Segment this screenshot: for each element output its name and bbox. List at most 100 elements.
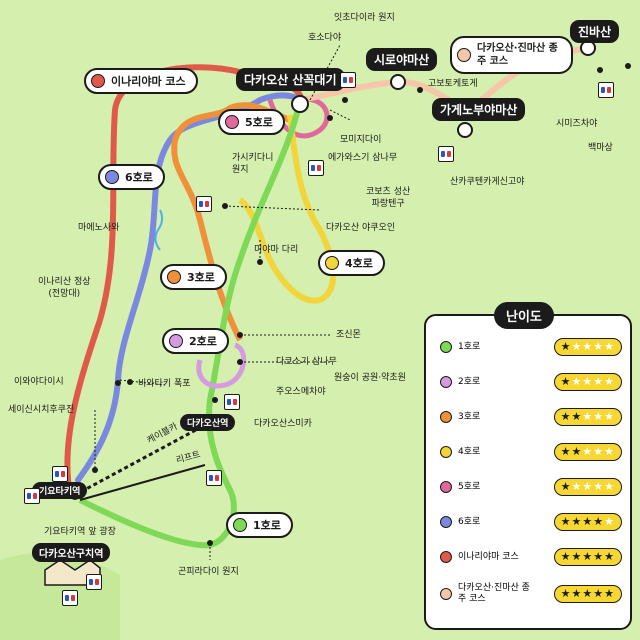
restroom-icon <box>308 160 324 176</box>
trail-2[interactable] <box>196 342 247 389</box>
kagenobu-node[interactable] <box>457 122 473 138</box>
legend-course-name: 다카오산·진마산 종주 코스 <box>458 583 530 604</box>
star-icon: ★ <box>604 550 615 563</box>
jinba-tag[interactable]: 진바산 <box>570 20 620 43</box>
jinba-node[interactable] <box>580 40 596 56</box>
course-pill-6[interactable]: 6호로 <box>98 164 165 190</box>
star-icon: ★ <box>593 515 605 528</box>
restroom-icon <box>340 72 356 88</box>
place-yakuoin: 다카오산 야쿠오인 <box>326 223 396 233</box>
place-takaosan-sumika: 다카오산스미카 <box>254 419 312 429</box>
legend-course-name: 이나리야마 코스 <box>458 551 519 562</box>
legend-title: 난이도 <box>494 302 554 329</box>
restroom-icon <box>438 146 454 162</box>
course-label: 6호로 <box>125 171 153 184</box>
course-pill-5[interactable]: 5호로 <box>218 109 285 135</box>
stream <box>154 209 164 251</box>
summit-tag[interactable]: 다카오산 산꼭대기 <box>236 68 345 91</box>
place-kobotoke: 고보토케토게 <box>428 79 478 89</box>
star-icon: ★ <box>604 515 615 528</box>
course-label: 5호로 <box>245 116 273 129</box>
legend-dot <box>440 341 452 353</box>
place-kiyotaki-plaza: 기요타키역 앞 광장 <box>44 527 116 537</box>
course-pill-ridge[interactable]: 다카오산·진마산 종주 코스 <box>450 36 573 74</box>
course-label: 2호로 <box>189 335 217 348</box>
kagenobu-tag[interactable]: 가게노부야마산 <box>432 98 526 121</box>
trail-6[interactable] <box>75 92 303 483</box>
course-pill-2[interactable]: 2호로 <box>162 328 229 354</box>
legend-course-name: 6호로 <box>458 516 481 527</box>
difficulty-stars: ★★★★★ <box>553 408 622 426</box>
star-icon: ★ <box>571 587 583 600</box>
place-iwaya: 이와야다이시 <box>14 377 64 387</box>
star-icon: ★ <box>582 587 594 600</box>
kiyotaki-station-tag[interactable]: 기요타키역 <box>32 482 88 499</box>
restroom-icon <box>24 488 40 504</box>
place-shimizu: 시미즈차야 <box>556 119 598 129</box>
course-dot <box>325 256 339 270</box>
star-icon: ★ <box>604 375 615 388</box>
course-pill-inari[interactable]: 이나리야마 코스 <box>84 68 198 94</box>
star-icon: ★ <box>571 375 583 388</box>
legend-dot <box>440 588 452 600</box>
course-dot <box>233 518 247 532</box>
star-icon: ★ <box>593 340 605 353</box>
shiroyama-node[interactable] <box>390 74 406 90</box>
difficulty-stars: ★★★★★ <box>553 443 622 461</box>
star-icon: ★ <box>571 480 583 493</box>
star-icon: ★ <box>560 375 572 388</box>
restroom-icon <box>196 196 212 212</box>
leader-lines <box>94 44 351 560</box>
star-icon: ★ <box>560 410 572 423</box>
place-ensho: 원숭이 공원·약초원 <box>334 373 406 383</box>
shiroyama-tag[interactable]: 시로야마산 <box>366 48 438 71</box>
course-label: 4호로 <box>345 257 373 270</box>
restroom-icon <box>62 590 78 606</box>
takaosan-station-tag[interactable]: 다카오산역 <box>180 414 236 431</box>
star-icon: ★ <box>593 587 605 600</box>
difficulty-stars: ★★★★★ <box>553 338 622 356</box>
legend-row-c4: 4호로★★★★★ <box>440 443 622 461</box>
trail-3[interactable] <box>171 102 292 342</box>
legend-row-c6: 6호로★★★★★ <box>440 513 622 531</box>
restroom-icon <box>52 466 68 482</box>
star-icon: ★ <box>560 587 572 600</box>
course-pill-4[interactable]: 4호로 <box>318 250 385 276</box>
summit-node[interactable] <box>291 95 309 113</box>
course-pill-1[interactable]: 1호로 <box>226 512 293 538</box>
restroom-icon <box>206 470 222 486</box>
star-icon: ★ <box>604 445 615 458</box>
place-seishin: 세이신시치후쿠진 <box>8 405 75 415</box>
legend-dot <box>440 446 452 458</box>
star-icon: ★ <box>582 445 594 458</box>
star-icon: ★ <box>582 375 594 388</box>
place-momiji: 모미지다이 <box>340 135 382 145</box>
course-dot <box>105 170 119 184</box>
star-icon: ★ <box>582 480 594 493</box>
restroom-icon <box>86 574 102 590</box>
star-icon: ★ <box>560 340 572 353</box>
course-dot <box>91 74 105 88</box>
star-icon: ★ <box>582 550 594 563</box>
star-icon: ★ <box>604 410 615 423</box>
place-takosugi: 다코스기 삼나무 <box>276 357 337 367</box>
course-dot <box>225 115 239 129</box>
star-icon: ★ <box>593 410 605 423</box>
legend-dot <box>440 411 452 423</box>
trail-4[interactable] <box>238 114 337 304</box>
course-pill-3[interactable]: 3호로 <box>160 264 227 290</box>
legend-dot <box>440 551 452 563</box>
restroom-icon <box>598 82 614 98</box>
difficulty-stars: ★★★★★ <box>553 478 622 496</box>
legend-dot <box>440 481 452 493</box>
place-miyama: 미야마 다리 <box>254 245 299 255</box>
star-icon: ★ <box>560 480 572 493</box>
course-label: 이나리야마 코스 <box>111 75 186 88</box>
place-maenosawa: 마에노사와 <box>78 223 120 233</box>
takaosanguchi-station-tag[interactable]: 다카오산구치역 <box>32 543 111 562</box>
place-biwataki: 비와타키 폭포 <box>138 379 191 389</box>
star-icon: ★ <box>571 550 583 563</box>
course-dot <box>167 270 181 284</box>
place-ittcho: 잇초다이라 원지 <box>334 13 395 23</box>
difficulty-legend: 난이도 1호로★★★★★2호로★★★★★3호로★★★★★4호로★★★★★5호로★… <box>424 302 632 630</box>
